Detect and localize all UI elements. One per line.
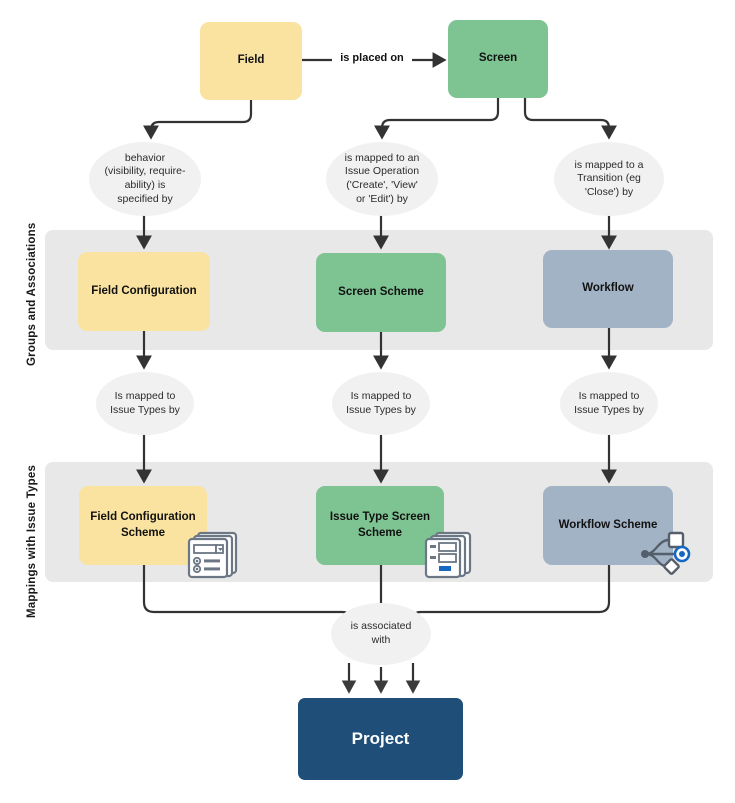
behavior-line-2: (visibility, require-: [104, 165, 186, 178]
edge-label-is-placed-on: is placed on: [332, 52, 412, 64]
node-screen[interactable]: Screen: [448, 20, 548, 98]
behavior-line-4: specified by: [117, 192, 173, 205]
mapped-3-line-1: Is mapped to: [578, 389, 640, 402]
transition-line-3: 'Close') by: [584, 185, 634, 198]
node-workflow-scheme-label: Workflow Scheme: [558, 518, 658, 531]
node-field-label: Field: [237, 54, 265, 67]
mapped-2-line-1: Is mapped to: [350, 389, 412, 402]
transition-line-1: is mapped to a: [574, 158, 644, 171]
node-project[interactable]: Project: [298, 698, 463, 780]
edge-label-transition: is mapped to a Transition (eg 'Close') b…: [554, 142, 664, 216]
behavior-line-3: ability) is: [124, 179, 166, 191]
mapped-1-line-2: Issue Types by: [110, 403, 180, 416]
edge-label-behavior: behavior (visibility, require- ability) …: [89, 142, 201, 216]
screen-document-icon: [424, 531, 472, 579]
node-workflow[interactable]: Workflow: [543, 250, 673, 328]
mapped-2-line-2: Issue Types by: [346, 403, 416, 416]
node-workflow-scheme[interactable]: Workflow Scheme: [543, 486, 673, 565]
node-issue-type-screen-scheme-label: Issue Type Screen Scheme: [329, 511, 431, 539]
node-screen-scheme-label: Screen Scheme: [338, 285, 424, 298]
node-field-configuration-scheme-label: Field Configuration Scheme: [90, 511, 196, 539]
edge-label-mapped-issue-types-3: Is mapped to Issue Types by: [560, 372, 658, 435]
edge-label-is-associated-with: is associated with: [331, 603, 431, 665]
node-screen-scheme[interactable]: Screen Scheme: [316, 253, 446, 332]
mapped-1-line-1: Is mapped to: [114, 389, 176, 402]
edge-label-mapped-issue-types-1: Is mapped to Issue Types by: [96, 372, 194, 435]
workflow-branch-icon: [641, 531, 691, 575]
issue-operation-line-4: or 'Edit') by: [356, 192, 408, 205]
node-issue-type-screen-scheme[interactable]: Issue Type Screen Scheme: [316, 486, 444, 565]
node-project-label: Project: [351, 728, 410, 748]
node-field-configuration-scheme[interactable]: Field Configuration Scheme: [79, 486, 207, 565]
edge-label-mapped-issue-types-2: Is mapped to Issue Types by: [332, 372, 430, 435]
is-associated-with-line-1: is associated: [350, 620, 412, 633]
form-document-icon: [187, 531, 238, 579]
issue-operation-line-3: ('Create', 'View': [346, 179, 418, 191]
node-field-configuration-label: Field Configuration: [91, 284, 197, 297]
node-field[interactable]: Field: [200, 22, 302, 100]
edge-label-issue-operation: is mapped to an Issue Operation ('Create…: [326, 142, 438, 216]
is-associated-with-line-2: with: [371, 634, 391, 646]
issue-operation-line-2: Issue Operation: [344, 165, 420, 178]
node-field-configuration[interactable]: Field Configuration: [78, 252, 210, 331]
mapped-3-line-2: Issue Types by: [574, 403, 644, 416]
node-screen-label: Screen: [478, 52, 518, 65]
node-workflow-label: Workflow: [582, 282, 634, 295]
transition-line-2: Transition (eg: [577, 172, 641, 185]
behavior-line-1: behavior: [124, 151, 166, 164]
issue-operation-line-1: is mapped to an: [344, 151, 420, 164]
